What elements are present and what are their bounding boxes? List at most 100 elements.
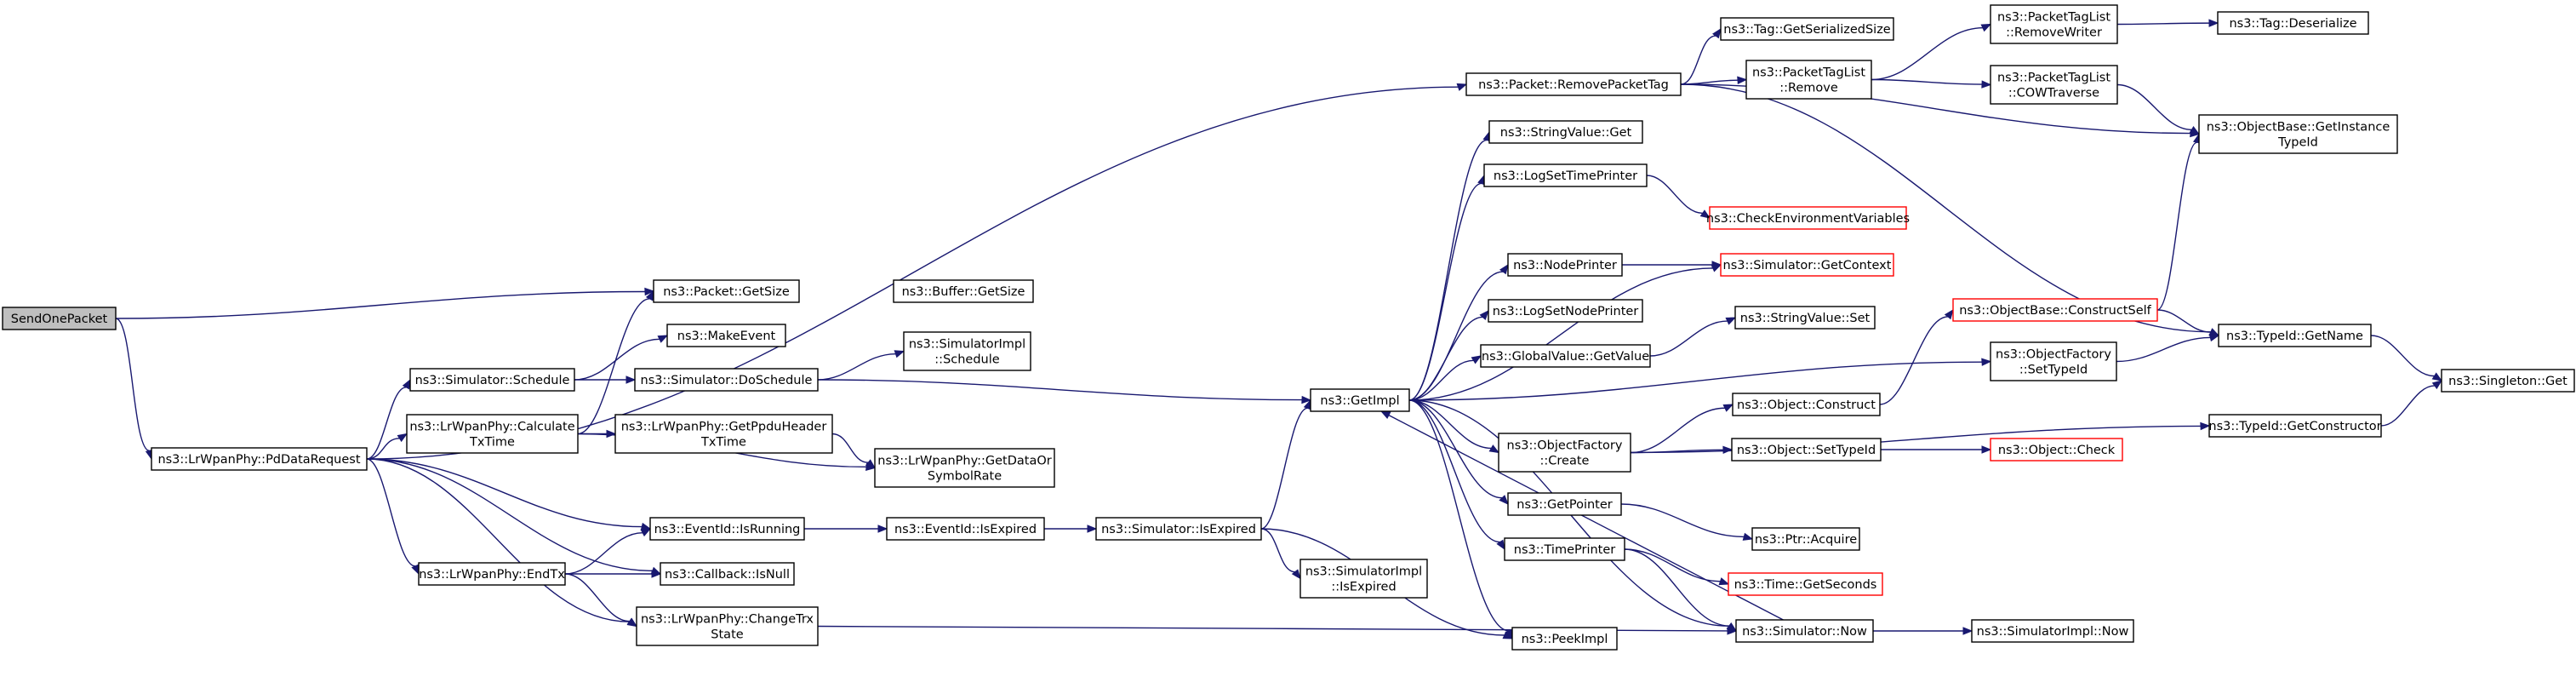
node-label: ns3::Object::Construct [1737,398,1876,412]
node-box [418,562,566,586]
node-box [666,324,786,347]
node-getpointer[interactable]: ns3::GetPointer [1507,492,1622,516]
node-label: ::SetTypeId [2019,364,2088,377]
node-objcheck[interactable]: ns3::Object::Check [1990,438,2123,462]
node-ofcreate[interactable]: ns3::ObjectFactory::Create [1498,433,1631,473]
call-edge [115,287,655,319]
node-simexpired[interactable]: ns3::Simulator::IsExpired [1095,517,1262,541]
call-edge [115,318,154,461]
node-doschedule[interactable]: ns3::Simulator::DoSchedule [634,368,819,392]
node-objsettypeid[interactable]: ns3::Object::SetTypeId [1731,438,1882,462]
node-label: ns3::Buffer::GetSize [902,285,1025,299]
node-eventexpired[interactable]: ns3::EventId::IsExpired [886,517,1045,541]
call-edge [366,458,638,628]
node-tagserial[interactable]: ns3::Tag::GetSerializedSize [1720,17,1894,41]
call-edge [2116,19,2219,27]
node-box [893,279,1034,303]
node-ofsettypeid[interactable]: ns3::ObjectFactory::SetTypeId [1990,341,2117,381]
node-simnow[interactable]: ns3::Simulator::Now [1735,619,1874,643]
node-label: ns3::SimulatorImpl [909,338,1025,352]
node-label: ns3::LogSetTimePrinter [1494,169,1637,183]
node-box [2217,11,2369,35]
call-edge [1260,398,1311,530]
node-label: ns3::TypeId::GetConstructor [2208,420,2381,433]
node-isrunning[interactable]: ns3::EventId::IsRunning [649,517,805,541]
node-getseconds[interactable]: ns3::Time::GetSeconds [1728,572,1883,596]
call-edge [1624,548,1738,632]
call-edge [1408,358,1992,401]
node-schedule[interactable]: ns3::Simulator::Schedule [409,368,575,392]
node-box [406,414,579,454]
node-ptracquire[interactable]: ns3::Ptr::Acquire [1751,527,1860,551]
node-label: ns3::Simulator::Schedule [415,374,570,387]
node-box [2198,114,2398,154]
node-pddata[interactable]: ns3::LrWpanPhy::PdDataRequest [151,447,368,471]
node-box [1990,438,2123,462]
node-endtx[interactable]: ns3::LrWpanPhy::EndTx [418,562,566,586]
node-isnull[interactable]: ns3::Callback::IsNull [660,562,795,586]
node-getcontext[interactable]: ns3::Simulator::GetContext [1720,253,1894,277]
node-ptlremovewriter[interactable]: ns3::PacketTagList::RemoveWriter [1990,4,2118,44]
call-edge [564,573,638,628]
call-edge [1379,410,1784,621]
call-edge [366,433,408,460]
node-makeevent[interactable]: ns3::MakeEvent [666,324,786,347]
call-edge [2116,83,2201,135]
node-buffersize[interactable]: ns3::Buffer::GetSize [893,279,1034,303]
edges-layer [115,19,2443,640]
call-edge [1879,308,1954,405]
node-box [653,279,800,303]
node-simimplschedule[interactable]: ns3::SimulatorImpl::Schedule [903,331,1031,371]
node-globalget[interactable]: ns3::GlobalValue::GetValue [1480,344,1651,368]
call-edge [1408,399,1505,551]
node-label: ns3::PacketTagList [1997,11,2110,25]
node-box [1952,298,2158,322]
node-box [2441,369,2575,393]
node-logsettime[interactable]: ns3::LogSetTimePrinter [1483,163,1648,187]
node-logsetnode[interactable]: ns3::LogSetNodePrinter [1488,299,1643,323]
node-typeidgetctor[interactable]: ns3::TypeId::GetConstructor [2208,414,2382,438]
node-box [2218,324,2372,347]
node-timeprinter[interactable]: ns3::TimePrinter [1504,537,1625,561]
node-box [1731,438,1882,462]
node-label: ns3::Ptr::Acquire [1755,533,1857,547]
node-label: ns3::Simulator::DoSchedule [641,374,813,387]
call-edge [577,290,654,435]
node-stringset[interactable]: ns3::StringValue::Set [1734,306,1876,330]
call-edge [2116,333,2220,363]
call-edge [1408,355,1482,401]
node-checkenv[interactable]: ns3::CheckEnvironmentVariables [1706,206,1910,230]
node-obconstructself[interactable]: ns3::ObjectBase::ConstructSelf [1952,298,2158,322]
node-getimpl[interactable]: ns3::GetImpl [1310,388,1410,412]
node-implnow[interactable]: ns3::SimulatorImpl::Now [1971,619,2134,643]
node-ptlcow[interactable]: ns3::PacketTagList::COWTraverse [1990,65,2118,105]
node-getsize[interactable]: ns3::Packet::GetSize [653,279,800,303]
node-box [1483,163,1648,187]
node-nodeprinter[interactable]: ns3::NodePrinter [1507,253,1623,277]
node-label: ns3::EventId::IsExpired [894,523,1037,536]
call-edge [574,376,637,384]
node-label: ns3::Callback::IsNull [665,568,790,582]
node-label: ns3::LrWpanPhy::GetPpduHeader [621,421,827,434]
node-removetag[interactable]: ns3::Packet::RemovePacketTag [1465,72,1682,96]
node-ptlremove[interactable]: ns3::PacketTagList::Remove [1745,60,1872,100]
node-tagdeser[interactable]: ns3::Tag::Deserialize [2217,11,2369,35]
node-objconstruct[interactable]: ns3::Object::Construct [1732,393,1881,416]
node-typeidgetname[interactable]: ns3::TypeId::GetName [2218,324,2372,347]
call-edge [2156,133,2202,311]
node-implexpired[interactable]: ns3::SimulatorImpl::IsExpired [1299,559,1428,599]
node-label: ns3::EventId::IsRunning [654,523,801,536]
node-label: ns3::Tag::Deserialize [2229,17,2356,31]
node-label: ::COWTraverse [2008,87,2099,100]
node-label: ns3::GetImpl [1320,394,1399,408]
node-singleton[interactable]: ns3::Singleton::Get [2441,369,2575,393]
node-send[interactable]: SendOnePacket [2,307,117,330]
node-stringget[interactable]: ns3::StringValue::Get [1488,120,1643,144]
node-peekimpl[interactable]: ns3::PeekImpl [1511,627,1618,651]
node-label: TxTime [469,436,515,450]
